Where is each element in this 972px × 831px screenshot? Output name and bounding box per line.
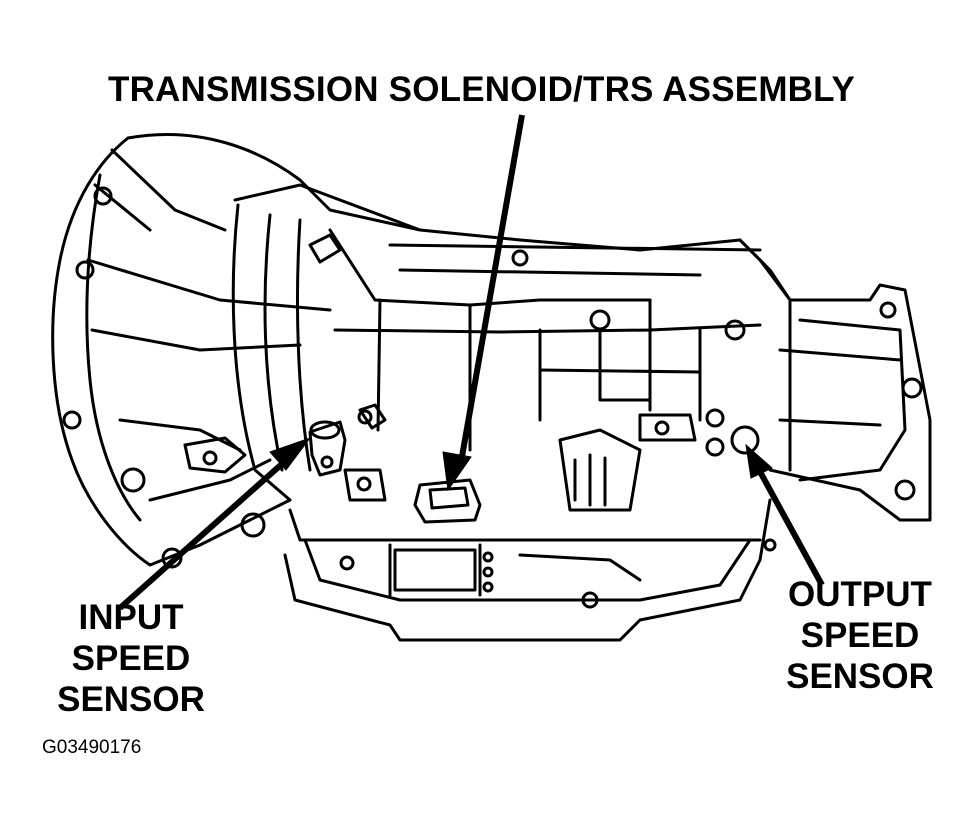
input-speed-sensor-label: INPUT SPEED SENSOR — [36, 600, 226, 723]
output-sensor-line-2: SPEED — [800, 616, 920, 655]
output-speed-sensor-label: OUTPUT SPEED SENSOR — [770, 577, 950, 700]
input-arrow-line — [118, 452, 294, 611]
input-sensor-line-1: INPUT — [78, 598, 184, 637]
solenoid-arrow-head — [442, 451, 472, 492]
input-sensor-boss — [308, 420, 347, 477]
figure-id: G03490176 — [42, 737, 142, 758]
bolt-boss — [511, 249, 529, 267]
output-sensor-line-1: OUTPUT — [788, 575, 932, 614]
solenoid-arrow-line — [457, 114, 525, 469]
solenoid-trs-label: TRANSMISSION SOLENOID/TRS ASSEMBLY — [108, 70, 856, 109]
bolt-boss — [894, 479, 916, 501]
input-arrow-head — [269, 436, 312, 471]
bolt-boss — [120, 467, 146, 493]
bolt-boss — [93, 186, 113, 206]
output-arrow-head — [745, 443, 773, 479]
input-sensor-line-3: SENSOR — [57, 680, 205, 719]
output-sensor-boss — [730, 425, 760, 455]
solenoid-connector — [413, 478, 482, 524]
pointer-arrows — [118, 114, 825, 611]
bolt-boss — [62, 410, 82, 430]
bolt-boss — [75, 260, 95, 280]
bolt-boss — [161, 547, 183, 569]
oil-pan — [283, 498, 772, 642]
bolt-boss — [240, 512, 266, 538]
output-sensor-line-3: SENSOR — [786, 657, 934, 696]
input-sensor-line-2: SPEED — [71, 639, 191, 678]
bolt-boss — [724, 319, 746, 341]
bolt-boss — [879, 301, 897, 319]
bell-housing — [51, 136, 292, 567]
output-arrow-line — [755, 466, 825, 587]
extension-housing — [738, 238, 932, 522]
bolt-boss — [901, 377, 923, 399]
bolt-boss — [589, 309, 611, 331]
